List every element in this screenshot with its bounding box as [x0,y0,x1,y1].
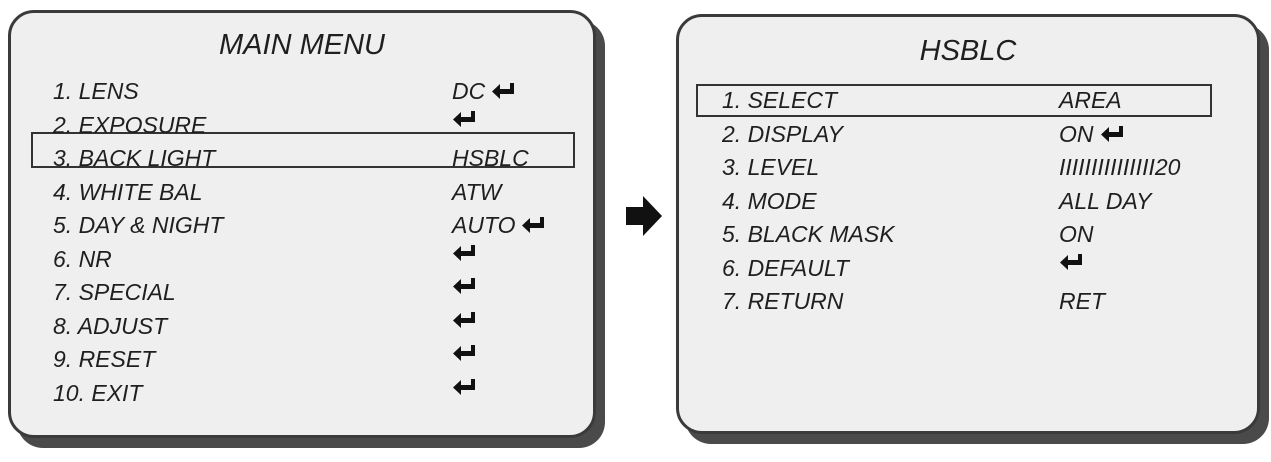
menu-item-value: ALL DAY [1059,187,1152,214]
menu-item-value-group: RET [1059,285,1105,317]
hsblc-menu-title: HSBLC [919,35,1017,67]
menu-item-value: AREA [1059,87,1122,113]
enter-return-icon [452,343,478,363]
menu-item-value-group: HSBLC [452,142,529,174]
main-menu-title: MAIN MENU [219,29,385,61]
menu-item-nr[interactable]: 6. NR [11,243,581,275]
menu-item-value-group [452,109,478,129]
menu-item-value: ON [1059,221,1094,247]
menu-item-label: 8. ADJUST [53,312,168,339]
menu-item-value: DC [452,78,486,104]
enter-return-icon [452,310,478,330]
menu-item-label: 2. EXPOSURE [53,111,207,138]
menu-item-day-and-night[interactable]: 5. DAY & NIGHT AUTO [11,209,581,241]
menu-item-exposure[interactable]: 2. EXPOSURE [11,109,581,141]
menu-item-label: 1. LENS [53,78,139,104]
menu-item-label: 9. RESET [53,346,156,372]
enter-return-icon [452,243,478,263]
menu-item-white-bal[interactable]: 4. WHITE BAL ATW [11,176,581,208]
enter-return-icon [1100,124,1126,144]
menu-item-label: 1. SELECT [722,87,838,113]
menu-item-value: ON [1059,120,1094,147]
menu-item-back-light[interactable]: 3. BACK LIGHT HSBLC [11,142,581,174]
enter-return-icon [452,276,478,296]
menu-item-value-group [452,276,478,296]
menu-item-level[interactable]: 3. LEVEL IIIIIIIIIIIIIII20 [679,151,1249,183]
menu-item-value-group [452,243,478,263]
menu-item-value-group: ATW [452,176,501,208]
menu-item-label: 6. NR [53,245,112,272]
menu-item-value-group: ON [1059,218,1094,250]
menu-item-reset[interactable]: 9. RESET [11,343,581,375]
menu-item-value-group: IIIIIIIIIIIIIII20 [1059,151,1180,183]
menu-item-value: AUTO [452,212,516,238]
hsblc-menu-panel: HSBLC 1. SELECT AREA 2. DISPLAY ON 3. LEVEL I… [676,14,1260,434]
menu-item-value-group [452,377,478,397]
menu-item-label: 4. WHITE BAL [53,178,203,205]
main-menu-panel: MAIN MENU 1. LENS DC 2. EXPOSURE 3. BACK LI… [8,10,596,438]
menu-item-label: 3. LEVEL [722,154,820,180]
enter-return-icon [452,377,478,397]
main-menu-selection-highlight [31,132,575,168]
right-arrow-icon [626,196,662,236]
enter-return-icon [452,109,478,129]
menu-item-value: ATW [452,178,502,205]
menu-item-label: 10. EXIT [53,379,143,406]
menu-item-default[interactable]: 6. DEFAULT [679,252,1249,284]
menu-item-black-mask[interactable]: 5. BLACK MASK ON [679,218,1249,250]
enter-return-icon [1059,252,1085,272]
menu-item-value: RET [1059,288,1105,314]
hsblc-menu-selection-highlight [696,84,1212,117]
menu-item-display[interactable]: 2. DISPLAY ON [679,118,1249,150]
menu-item-label: 3. BACK LIGHT [53,145,216,171]
menu-item-value-group [452,310,478,330]
menu-item-lens[interactable]: 1. LENS DC [11,75,581,107]
menu-item-value-group: ON [1059,118,1126,150]
menu-item-label: 4. MODE [722,187,817,214]
menu-item-mode[interactable]: 4. MODE ALL DAY [679,185,1249,217]
menu-item-label: 7. SPECIAL [53,279,176,305]
menu-item-value: IIIIIIIIIIIIIII20 [1059,154,1181,180]
menu-item-select[interactable]: 1. SELECT AREA [679,84,1249,116]
menu-item-return[interactable]: 7. RETURN RET [679,285,1249,317]
menu-item-label: 5. DAY & NIGHT [53,212,224,238]
menu-item-value-group: ALL DAY [1059,185,1151,217]
menu-item-label: 5. BLACK MASK [722,221,895,247]
menu-item-value-group: AREA [1059,84,1122,116]
menu-item-value: HSBLC [452,145,529,171]
menu-item-exit[interactable]: 10. EXIT [11,377,581,409]
menu-item-adjust[interactable]: 8. ADJUST [11,310,581,342]
enter-return-icon [521,215,547,235]
enter-return-icon [491,81,517,101]
menu-item-label: 7. RETURN [722,288,844,314]
menu-item-value-group: DC [452,75,517,107]
menu-item-value-group [452,343,478,363]
menu-item-label: 6. DEFAULT [722,254,849,281]
menu-item-value-group [1059,252,1085,272]
menu-item-label: 2. DISPLAY [722,120,844,147]
menu-item-special[interactable]: 7. SPECIAL [11,276,581,308]
menu-item-value-group: AUTO [452,209,547,241]
